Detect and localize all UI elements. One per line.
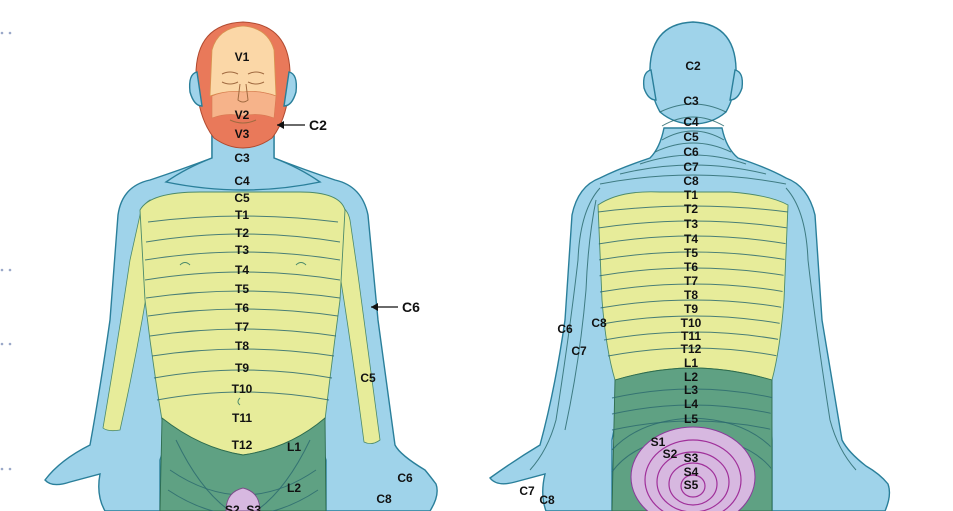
label-posterior-t6: T6 [684, 260, 698, 274]
label-posterior-t2: T2 [684, 202, 698, 216]
anterior-lumbar-region [159, 417, 327, 511]
callout-c6-arrow [371, 303, 378, 311]
label-v2: V2 [235, 108, 250, 122]
label-posterior-c2: C2 [685, 59, 701, 73]
label-anterior-c4: C4 [234, 174, 250, 188]
label-posterior-arm-c8: C8 [591, 316, 607, 330]
posterior-head [649, 21, 737, 125]
label-anterior-t6: T6 [235, 301, 249, 315]
label-posterior-l1: L1 [684, 356, 698, 370]
label-anterior-t10: T10 [232, 382, 253, 396]
label-posterior-c6: C6 [683, 145, 699, 159]
label-anterior-c3: C3 [234, 151, 250, 165]
label-posterior-t1: T1 [684, 188, 698, 202]
label-arm-c5: C5 [360, 371, 376, 385]
label-posterior-t8: T8 [684, 288, 698, 302]
label-anterior-t9: T9 [235, 361, 249, 375]
label-sacral: S2, S3 [225, 503, 261, 511]
label-posterior-hand-c8: C8 [539, 493, 555, 507]
label-posterior-hand-c7: C7 [519, 484, 535, 498]
label-v3: V3 [235, 127, 250, 141]
label-posterior-l2: L2 [684, 370, 698, 384]
anterior-sacral-region [225, 487, 261, 511]
anterior-face-features [221, 71, 265, 124]
label-anterior-c5: C5 [234, 191, 250, 205]
label-posterior-t3: T3 [684, 217, 698, 231]
label-anterior-t8: T8 [235, 339, 249, 353]
anterior-thoracic-bands [144, 215, 341, 401]
label-posterior-s1: S1 [651, 435, 666, 449]
label-posterior-t5: T5 [684, 246, 698, 260]
label-anterior-t7: T7 [235, 320, 249, 334]
label-hand-c8: C8 [376, 492, 392, 506]
label-posterior-t9: T9 [684, 302, 698, 316]
label-v1: V1 [235, 50, 250, 64]
posterior-figure: C2 C3C4C5C6C7C8T1T2T3T4T5T6T7T8T9T10T11T… [489, 21, 891, 511]
label-l1: L1 [287, 440, 301, 454]
label-posterior-l5: L5 [684, 412, 698, 426]
callout-c2-label: C2 [309, 117, 327, 133]
label-anterior-t5: T5 [235, 282, 249, 296]
callout-c2-arrow [277, 121, 284, 129]
label-posterior-c5: C5 [683, 130, 699, 144]
label-anterior-t12: T12 [232, 438, 253, 452]
label-posterior-l4: L4 [684, 397, 698, 411]
label-posterior-t11: T11 [681, 329, 701, 343]
anterior-right-arm-t1 [339, 204, 381, 444]
callout-c6-label: C6 [402, 299, 420, 315]
margin-dots [0, 31, 12, 471]
label-posterior-arm-c6: C6 [557, 322, 573, 336]
label-posterior-c4: C4 [683, 115, 699, 129]
anterior-left-arm-t1 [102, 199, 153, 432]
anterior-v2-region [211, 91, 277, 119]
anterior-neck [164, 127, 322, 191]
label-posterior-s4: S4 [684, 465, 699, 479]
label-posterior-t4: T4 [684, 232, 698, 246]
label-posterior-c3: C3 [683, 94, 699, 108]
label-posterior-s3: S3 [684, 451, 699, 465]
posterior-sacral-region [630, 426, 756, 511]
label-posterior-s2: S2 [663, 447, 678, 461]
label-posterior-s5: S5 [684, 478, 699, 492]
posterior-spine-labels: C3C4C5C6C7C8T1T2T3T4T5T6T7T8T9T10T11T12L… [681, 94, 702, 426]
posterior-thoracic-bands [598, 205, 788, 357]
label-anterior-t3: T3 [235, 243, 249, 257]
posterior-neck-bands [599, 103, 787, 185]
label-l2: L2 [287, 481, 301, 495]
label-posterior-t12: T12 [681, 342, 702, 356]
label-posterior-t10: T10 [681, 316, 702, 330]
label-posterior-c7: C7 [683, 160, 699, 174]
label-anterior-t4: T4 [235, 263, 249, 277]
label-anterior-t11: T11 [232, 411, 252, 425]
label-anterior-t2: T2 [235, 226, 249, 240]
label-posterior-l3: L3 [684, 383, 698, 397]
label-posterior-arm-c7: C7 [571, 344, 587, 358]
label-hand-c6: C6 [397, 471, 413, 485]
label-anterior-t1: T1 [235, 208, 249, 222]
label-posterior-c8: C8 [683, 174, 699, 188]
label-posterior-t7: T7 [684, 274, 698, 288]
posterior-sacral-rings [644, 439, 742, 511]
